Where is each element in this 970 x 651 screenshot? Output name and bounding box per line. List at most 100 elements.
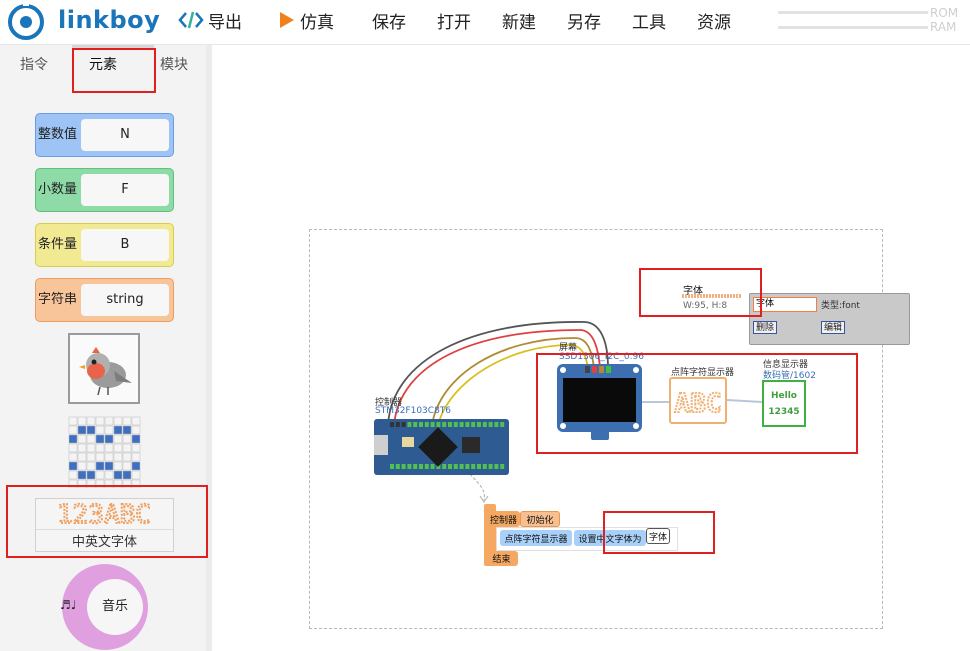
- code-ctrl-block[interactable]: 控制器: [487, 511, 520, 527]
- string-element-label: 字符串: [38, 292, 78, 307]
- matrix-cell: [68, 416, 78, 426]
- tools-button[interactable]: 工具: [632, 12, 666, 33]
- tab-elements[interactable]: 元素: [89, 57, 117, 73]
- board-pin: [459, 464, 464, 469]
- matrix-cell: [77, 461, 87, 471]
- matrix-cell: [86, 461, 96, 471]
- matrix-cell: [95, 470, 105, 480]
- integer-element-value: N: [81, 119, 169, 151]
- matrix-cell: [77, 479, 87, 488]
- float-element-label: 小数量: [38, 182, 78, 197]
- info-display-line2: 12345: [768, 407, 800, 417]
- board-pin: [448, 422, 452, 427]
- open-button[interactable]: 打开: [437, 12, 471, 33]
- matrix-cell: [68, 461, 78, 471]
- matrix-cell: [131, 443, 141, 453]
- board-pin: [436, 422, 441, 427]
- font-node-size: W:95, H:8: [683, 301, 728, 311]
- board-pin: [413, 422, 418, 427]
- font-properties-panel: 字体 类型:font 删除 编辑: [749, 293, 910, 345]
- edit-button[interactable]: 编辑: [821, 321, 846, 334]
- image-element[interactable]: [68, 333, 140, 404]
- matrix-cell: [95, 479, 105, 488]
- matrix-cell: [122, 479, 132, 488]
- integer-element-label: 整数值: [38, 127, 78, 142]
- code-target-block[interactable]: 点阵字符显示器: [500, 530, 572, 546]
- code-end-block[interactable]: 结束: [485, 551, 518, 566]
- highlight-font-arg: [603, 511, 715, 554]
- export-button[interactable]: 导出: [178, 8, 242, 33]
- bird-icon: [79, 347, 132, 396]
- ram-label: RAM: [930, 20, 957, 34]
- board-pin: [424, 464, 429, 469]
- board-pin: [471, 422, 476, 427]
- matrix-cell: [131, 416, 141, 426]
- resources-button[interactable]: 资源: [697, 12, 731, 33]
- highlight-font-node: [639, 268, 762, 317]
- matrix-cell: [68, 470, 78, 480]
- code-init-block[interactable]: 初始化: [520, 511, 560, 527]
- board-pin: [424, 422, 429, 427]
- board-pin: [401, 422, 406, 427]
- matrix-cell: [86, 452, 96, 462]
- matrix-cell: [86, 479, 96, 488]
- board-pin: [436, 464, 441, 469]
- dot-display[interactable]: ABC: [669, 377, 727, 424]
- font-name-field[interactable]: 字体: [753, 297, 817, 312]
- save-as-button[interactable]: 另存: [567, 12, 601, 33]
- font-node-title: 字体: [683, 286, 703, 297]
- board-pin: [494, 422, 499, 427]
- matrix-cell: [68, 479, 78, 488]
- board-pin: [448, 464, 452, 469]
- font-preview-text: 123ABC: [57, 500, 151, 528]
- matrix-cell: [113, 416, 123, 426]
- music-element[interactable]: ♬♩ 音乐: [60, 564, 148, 650]
- code-arg-block[interactable]: 字体: [646, 528, 670, 544]
- board-pin: [482, 464, 487, 469]
- tab-modules[interactable]: 模块: [160, 57, 188, 73]
- rom-label: ROM: [930, 6, 959, 20]
- matrix-cell: [77, 434, 87, 444]
- controller-label: 控制器: [375, 398, 403, 408]
- matrix-cell: [122, 443, 132, 453]
- font-element[interactable]: 123ABC 中英文字体: [35, 498, 174, 552]
- controller-model: STM32F103C8T6: [375, 406, 452, 416]
- matrix-cell: [104, 479, 114, 488]
- tab-instructions[interactable]: 指令: [20, 57, 48, 73]
- dot-matrix-grid-icon[interactable]: [68, 416, 141, 488]
- string-element[interactable]: 字符串 string: [35, 278, 174, 322]
- board-pin: [419, 464, 423, 469]
- highlight-font-element: [6, 485, 208, 558]
- matrix-cell: [113, 479, 123, 488]
- bool-element-label: 条件量: [38, 237, 78, 252]
- float-element[interactable]: 小数量 F: [35, 168, 174, 212]
- board-pin: [395, 464, 400, 469]
- highlight-elements-tab: [72, 48, 156, 93]
- new-button[interactable]: 新建: [502, 12, 536, 33]
- board-pin: [430, 464, 435, 469]
- board-pin: [390, 464, 394, 469]
- board-pin: [477, 464, 481, 469]
- info-display[interactable]: Hello 12345: [762, 380, 806, 427]
- matrix-cell: [86, 434, 96, 444]
- divider: [36, 529, 173, 530]
- matrix-cell: [122, 425, 132, 435]
- matrix-cell: [77, 470, 87, 480]
- board-pin: [442, 464, 447, 469]
- board-pin: [482, 422, 487, 427]
- board-pin: [407, 464, 412, 469]
- save-button[interactable]: 保存: [372, 12, 406, 33]
- board-pin: [465, 422, 470, 427]
- matrix-cell: [104, 425, 114, 435]
- matrix-cell: [104, 416, 114, 426]
- oled-screen[interactable]: [557, 364, 642, 440]
- integer-element[interactable]: 整数值 N: [35, 113, 174, 157]
- matrix-cell: [104, 470, 114, 480]
- bool-element[interactable]: 条件量 B: [35, 223, 174, 267]
- bool-element-value: B: [81, 229, 169, 261]
- code-action-block[interactable]: 设置中文字体为: [574, 530, 646, 546]
- delete-button[interactable]: 删除: [753, 321, 778, 334]
- simulate-button[interactable]: 仿真: [276, 8, 334, 33]
- controller-board[interactable]: [374, 419, 509, 475]
- screen-label: 屏幕: [559, 343, 578, 353]
